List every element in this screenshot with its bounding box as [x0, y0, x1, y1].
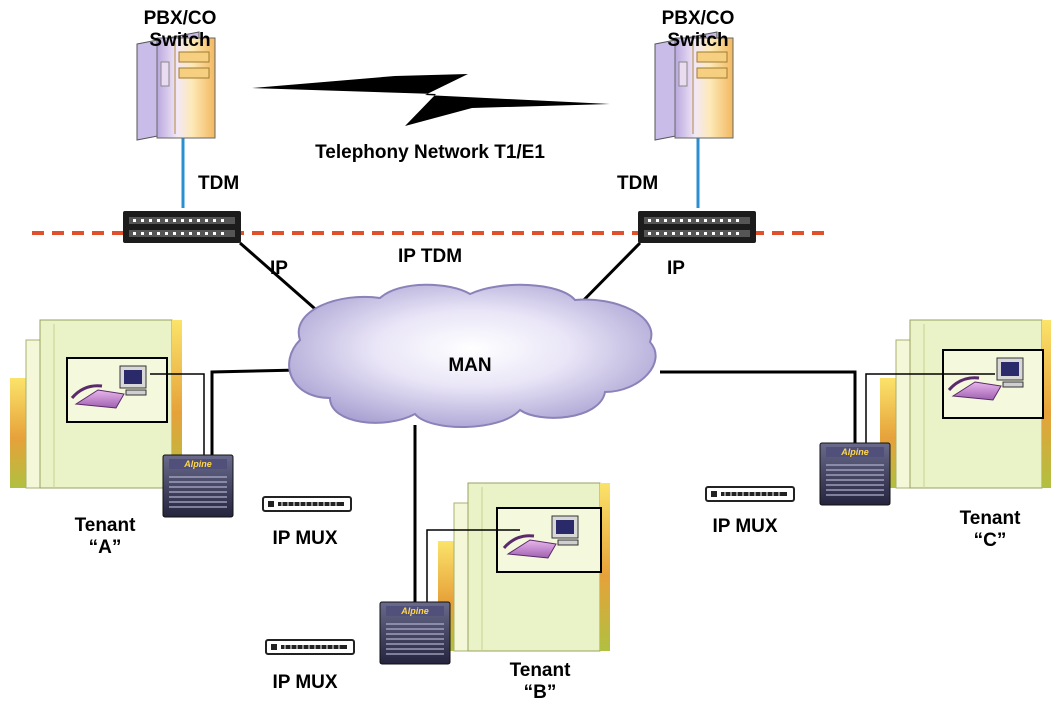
tenant-b-building — [426, 482, 611, 652]
tdm-left-label: TDM — [198, 173, 240, 194]
tenant-a-building — [9, 319, 205, 489]
tenant-b-line1: Tenant — [509, 660, 571, 681]
telephony-network-label: Telephony Network T1/E1 — [315, 142, 545, 163]
tenant-a-label: Tenant “A” — [55, 515, 155, 559]
ip-left-label: IP — [270, 258, 288, 279]
switch-brand-c: Alpine — [840, 447, 869, 457]
link-man-tenant-c — [660, 370, 857, 445]
tenant-c-line1: Tenant — [959, 508, 1021, 529]
ip-mux-c-label: IP MUX — [712, 516, 778, 537]
tenant-b-line2: “B” — [523, 682, 557, 703]
tdm-right-label: TDM — [617, 173, 659, 194]
link-man-tenant-a — [210, 368, 301, 458]
tenant-c-line2: “C” — [973, 530, 1007, 551]
edge-gateway-right — [638, 211, 756, 243]
telephony-lightning — [252, 74, 610, 126]
tenant-a-line2: “A” — [88, 537, 122, 558]
pbx-right-label: PBX/CO Switch — [648, 8, 748, 52]
tenant-c-label: Tenant “C” — [940, 508, 1040, 552]
pbx-right-line2: Switch — [667, 30, 729, 51]
ip-mux-a-label: IP MUX — [272, 528, 338, 549]
switch-brand-b: Alpine — [400, 606, 429, 616]
tenant-a-line1: Tenant — [74, 515, 136, 536]
ip-right-label: IP — [667, 258, 685, 279]
tenant-c-building — [865, 319, 1051, 489]
pbx-left-label: PBX/CO Switch — [130, 8, 230, 52]
ip-mux-c — [705, 486, 795, 502]
ip-tdm-label: IP TDM — [398, 246, 463, 267]
pbx-right-line1: PBX/CO — [661, 8, 735, 29]
man-cloud — [288, 283, 657, 428]
switch-brand-a: Alpine — [183, 459, 212, 469]
ip-mux-a — [262, 496, 352, 512]
pbx-left-line2: Switch — [149, 30, 211, 51]
man-label: MAN — [448, 355, 492, 376]
tenant-b-label: Tenant “B” — [490, 660, 590, 704]
ip-mux-b-label: IP MUX — [272, 672, 338, 693]
edge-gateway-left — [123, 211, 241, 243]
pbx-left-line1: PBX/CO — [143, 8, 217, 29]
ip-mux-b — [265, 639, 355, 655]
